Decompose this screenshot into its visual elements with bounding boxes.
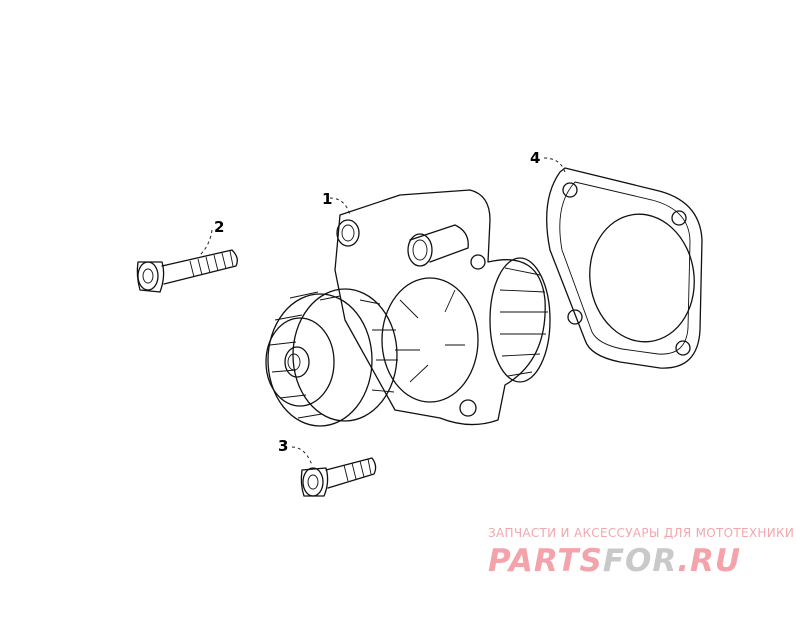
leader-line-2 (199, 229, 213, 256)
long-bolt-part (136, 249, 238, 293)
callout-1: 1 (322, 190, 332, 208)
watermark-logo-parts: PARTS (488, 543, 603, 579)
water-pump-part (265, 189, 551, 427)
callout-3: 3 (278, 437, 288, 455)
gasket-part (546, 167, 703, 369)
leader-line-4 (543, 157, 566, 173)
watermark-logo-for: FOR (602, 543, 678, 579)
leader-line-3 (291, 446, 313, 466)
watermark-tagline: ЗАПЧАСТИ И АКСЕССУАРЫ ДЛЯ МОТОТЕХНИКИ (488, 526, 795, 540)
watermark-logo: PARTSFOR.RU (488, 543, 741, 579)
callout-4: 4 (530, 149, 540, 167)
short-bolt-part (300, 457, 377, 497)
callout-2: 2 (214, 218, 224, 236)
leader-line-1 (329, 197, 351, 216)
watermark-logo-ru: .RU (677, 543, 742, 579)
